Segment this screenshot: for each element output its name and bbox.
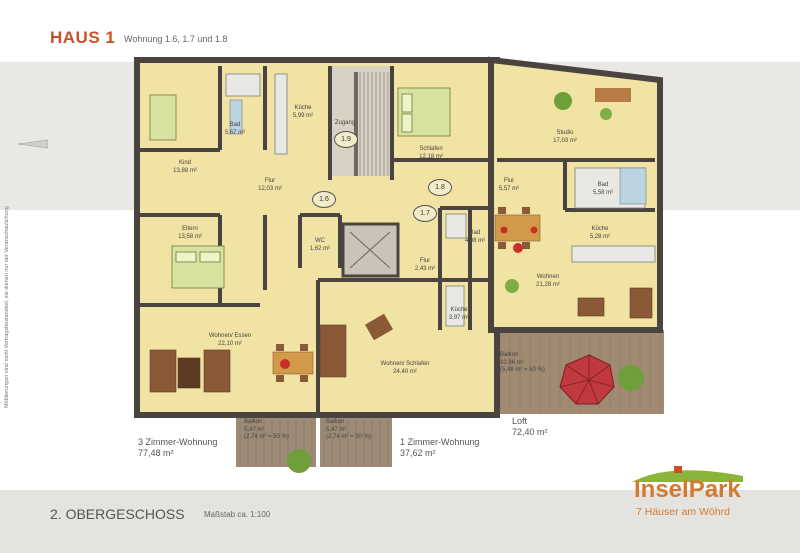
room-name: Balkon [244,419,263,425]
unit-marker: 1.9 [334,131,358,148]
room-name: Wohnen [536,274,560,280]
room-area: 12,18 m² [419,153,443,160]
room-area: 4,08 m² [464,237,486,244]
north-arrow-icon [18,139,48,149]
room-name: Küche [294,105,312,111]
room-name: WC [315,238,325,244]
room-name: Flur [503,178,515,184]
unit-marker: 1.7 [413,205,437,222]
room-name: Flur [264,178,276,184]
room-name: Zugang [334,120,356,126]
header-band [0,0,800,62]
room-area: 21,28 m² [536,281,560,288]
summary-area: 77,48 m² [138,448,174,458]
room-area: 5,67 m² [224,129,246,136]
room-area: 5,99 m² [292,112,314,119]
room-note: (5,48 m² = 50 %) [500,367,545,373]
room-note: (2,74 m² = 50 %) [326,434,371,440]
floor-label: 2. OBERGESCHOSS [50,506,185,522]
room-area: 5,57 m² [498,185,520,192]
summary-name: 3 Zimmer-Wohnung [138,437,218,447]
room-area: 2,43 m² [414,265,436,272]
plant-icons [287,92,644,473]
room-area: 12,03 m² [258,185,282,192]
room-area: 3,97 m² [448,314,470,321]
footer-band [0,490,800,553]
house-title: HAUS 1 [50,28,116,47]
room-name: Balkon [500,352,519,358]
summary-area: 72,40 m² [512,427,548,437]
room-area: 5,28 m² [589,233,611,240]
summary-area: 37,62 m² [400,448,436,458]
room-name: Balkon [326,419,345,425]
summary-name: 1 Zimmer-Wohnung [400,437,480,447]
room-area: 10,96 m² [500,359,524,366]
room-area: 5,47 m² [244,426,265,433]
room-name: Kind [178,160,191,166]
room-name: Bad [229,122,241,128]
room-name: Küche [450,307,468,313]
logo-tagline: 7 Häuser am Wöhrd [636,506,730,518]
logo-name: InselPark [634,476,741,503]
room-area: 5,58 m² [592,189,614,196]
unit-marker: 1.6 [312,191,336,208]
room-name: Schlafen [419,146,443,152]
room-area: 13,88 m² [173,167,197,174]
room-name: Wohnen/ Schlafen [380,361,430,367]
room-name: Flur [419,258,431,264]
room-name: Küche [591,226,609,232]
room-name: Studio [556,130,574,136]
room-area: 17,03 m² [553,137,577,144]
room-note: (2,74 m² = 50 %) [244,434,289,440]
stairwell [330,66,392,176]
logo-landscape-icon [632,466,743,482]
room-area: 13,58 m² [178,233,202,240]
room-area: 22,10 m² [218,340,242,347]
house-subtitle: Wohnung 1.6, 1.7 und 1.8 [124,34,228,44]
summary-name: Loft [512,416,528,426]
room-name: Bad [597,182,609,188]
room-area: 5,47 m² [326,426,347,433]
room-area: 24,40 m² [393,368,417,375]
room-name: Bad [469,230,481,236]
room-name: Eltern [182,226,198,232]
scale-label: Maßstab ca. 1:100 [204,510,271,519]
parasol-icon [559,354,615,405]
room-zugang: Zugang [330,120,360,128]
unit-marker: 1.8 [428,179,452,196]
room-area: 1,62 m² [309,245,331,252]
room-name: Wohnen/ Essen [208,333,252,339]
